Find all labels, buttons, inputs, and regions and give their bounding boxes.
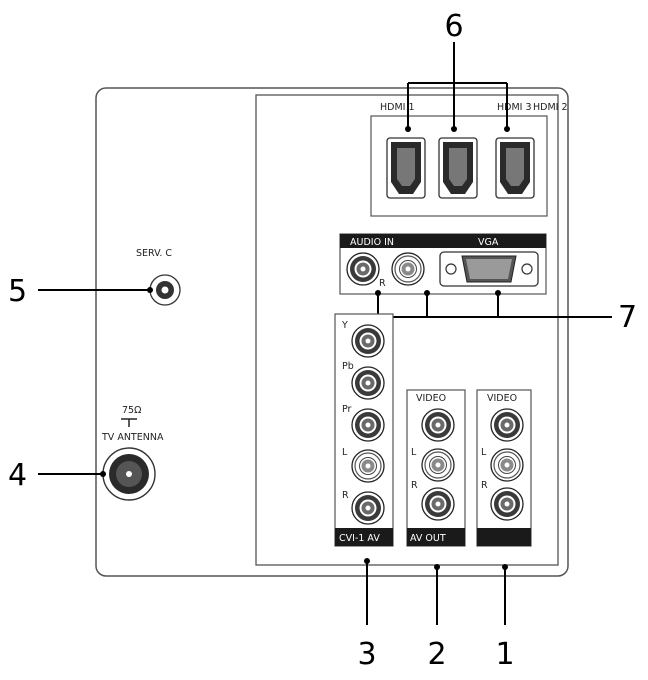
callout-7-dot-vga xyxy=(495,290,501,296)
av-right-video-jack xyxy=(490,408,524,442)
callout-1-dot xyxy=(502,564,508,570)
avout-footer-label: AV OUT xyxy=(410,533,446,544)
hdmi-1-port xyxy=(386,137,426,199)
cvi-pb-jack xyxy=(351,366,385,400)
antenna-symbol-icon xyxy=(121,418,137,427)
cvi-footer-bar xyxy=(335,528,393,546)
cvi-l-jack xyxy=(351,449,385,483)
callout-6-dot-hdmi2 xyxy=(504,126,510,132)
av-right-footer-bar xyxy=(477,528,531,546)
cvi-pr-jack xyxy=(351,408,385,442)
avout-r-jack xyxy=(421,487,455,521)
callout-2: 2 xyxy=(427,637,446,672)
avout-l-label: L xyxy=(411,447,417,458)
audio-in-l-jack xyxy=(391,252,425,286)
hdmi-3-label: HDMI 3 xyxy=(497,102,532,113)
callout-6-dot-hdmi1 xyxy=(405,126,411,132)
callout-6-bracket xyxy=(407,42,508,129)
audio-vga-header xyxy=(340,234,546,248)
cvi-y-label: Y xyxy=(341,320,348,331)
audio-in-r-mark: R xyxy=(379,278,386,289)
cvi-pb-label: Pb xyxy=(342,361,354,372)
serv-c-label: SERV. C xyxy=(136,248,172,259)
audio-in-r-jack xyxy=(346,252,380,286)
cvi-l-label: L xyxy=(342,447,348,458)
callout-5-dot xyxy=(147,287,153,293)
callout-3: 3 xyxy=(357,637,376,672)
callout-3-dot xyxy=(364,558,370,564)
cvi-r-jack xyxy=(351,491,385,525)
vga-label: VGA xyxy=(478,237,499,248)
cvi-pr-label: Pr xyxy=(342,404,352,415)
callout-7-dot-l xyxy=(424,290,430,296)
hdmi-2-label: HDMI 2 xyxy=(533,102,568,113)
av-right-r-label: R xyxy=(481,480,488,491)
av-right-l-label: L xyxy=(481,447,487,458)
av-right-video-label: VIDEO xyxy=(487,393,517,404)
avout-l-jack xyxy=(421,448,455,482)
avout-video-jack xyxy=(421,408,455,442)
avout-video-label: VIDEO xyxy=(416,393,446,404)
vga-port xyxy=(439,251,539,287)
hdmi-2-port xyxy=(495,137,535,199)
av-right-r-jack xyxy=(490,487,524,521)
callout-7-bracket xyxy=(377,293,612,318)
callout-2-dot xyxy=(434,564,440,570)
callout-5: 5 xyxy=(8,274,27,309)
antenna-jack xyxy=(102,447,156,501)
av-right-l-jack xyxy=(490,448,524,482)
callout-6-dot-hdmi3 xyxy=(451,126,457,132)
callout-7-dot-r xyxy=(375,290,381,296)
hdmi-1-label: HDMI 1 xyxy=(380,102,415,113)
callout-4-dot xyxy=(100,471,106,477)
avout-r-label: R xyxy=(411,480,418,491)
callout-1: 1 xyxy=(495,637,514,672)
audio-in-label: AUDIO IN xyxy=(350,237,394,248)
cvi-r-label: R xyxy=(342,490,349,501)
antenna-label: TV ANTENNA xyxy=(101,432,164,443)
callout-7: 7 xyxy=(618,300,637,335)
antenna-ohm-label: 75Ω xyxy=(122,405,141,416)
avout-footer-bar xyxy=(407,528,465,546)
cvi-y-jack xyxy=(351,324,385,358)
hdmi-3-port xyxy=(438,137,478,199)
serv-c-jack xyxy=(149,274,181,306)
cvi-footer-label: CVI-1 AV xyxy=(339,533,380,544)
callout-4: 4 xyxy=(8,458,27,493)
callout-6: 6 xyxy=(444,9,463,44)
